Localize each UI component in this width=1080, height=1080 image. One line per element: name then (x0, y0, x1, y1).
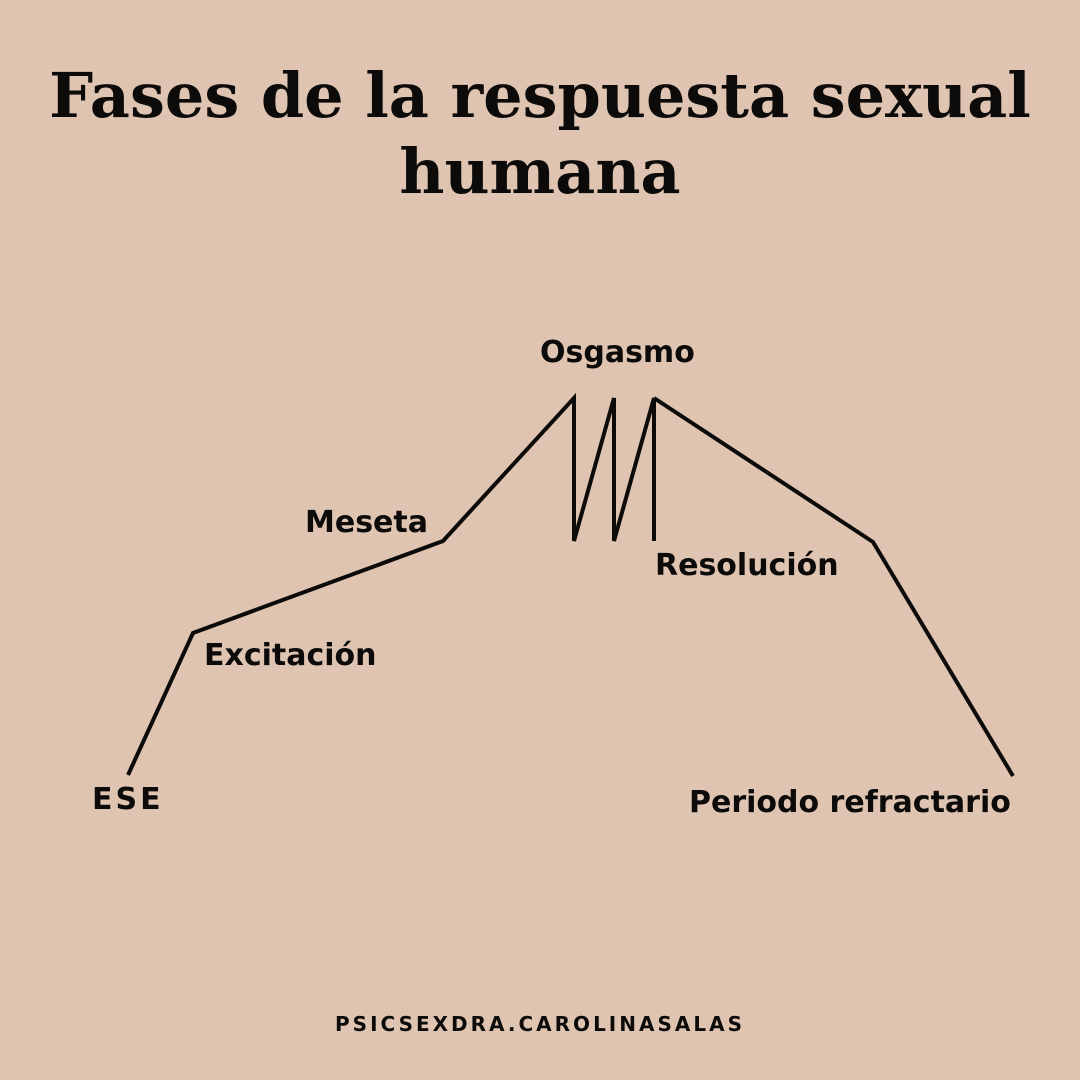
page-title: Fases de la respuesta sexual humana (0, 58, 1080, 210)
title-line-1: Fases de la respuesta sexual (49, 59, 1031, 132)
label-meseta: Meseta (305, 505, 428, 540)
title-line-2: humana (399, 135, 681, 208)
label-ese: ESE (92, 782, 164, 817)
label-periodo-refractario: Periodo refractario (689, 785, 1011, 820)
curve-resolution (652, 396, 1015, 778)
footer-handle: PSICSEXDRA.CAROLINASALAS (335, 1012, 745, 1036)
label-excitacion: Excitación (204, 638, 377, 673)
label-orgasmo: Osgasmo (540, 335, 695, 370)
curve-rise-orgasm (126, 392, 656, 776)
label-resolucion: Resolución (655, 548, 839, 583)
